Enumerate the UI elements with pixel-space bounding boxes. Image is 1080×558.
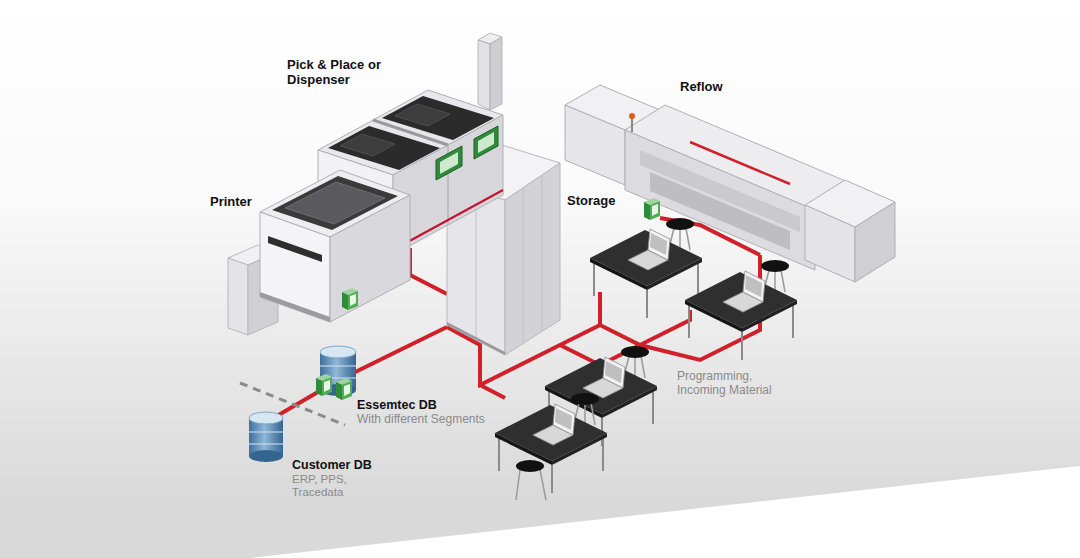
database-label: Essemtec DB	[357, 398, 437, 412]
machine-label: Storage	[567, 194, 615, 209]
database-note: With different Segments	[357, 413, 485, 427]
station-note: Programming, Incoming Material	[677, 370, 785, 398]
database-note: ERP, PPS, Tracedata	[292, 473, 356, 499]
machine-label: Printer	[210, 195, 252, 210]
machine-label: Pick & Place or Dispenser	[287, 58, 399, 88]
database-label: Customer DB	[292, 458, 372, 472]
machine-label: Reflow	[680, 80, 723, 95]
